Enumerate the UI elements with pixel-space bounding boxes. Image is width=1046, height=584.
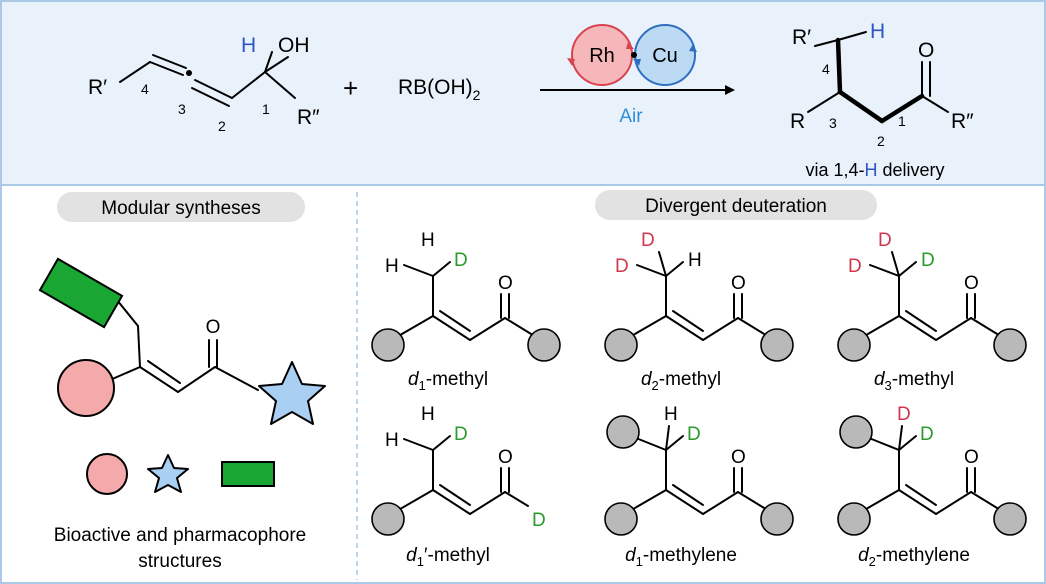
- atom-o: O: [731, 447, 746, 468]
- allene-r-double-prime: R″: [297, 106, 320, 129]
- divergent-pill-label: Divergent deuteration: [645, 196, 827, 217]
- scaffold-oxygen: O: [206, 317, 221, 338]
- cu-catalyst: [633, 24, 697, 86]
- product-o: O: [918, 39, 934, 62]
- product-h: H: [870, 20, 885, 43]
- allene-pos-1: 1: [262, 101, 270, 117]
- allene-substrate: [119, 51, 296, 107]
- atom-d: D: [532, 510, 546, 531]
- atom-h: H: [421, 404, 435, 425]
- atom-h: H: [385, 430, 399, 451]
- molecule-label: d3-methyl: [874, 369, 954, 393]
- top-panel: [2, 2, 1044, 185]
- blue-star: [258, 361, 326, 425]
- molecule-label: d2-methyl: [641, 369, 721, 393]
- blue-star-small: [147, 454, 189, 493]
- atom-d: D: [878, 230, 892, 251]
- molecule-d1-methylene: H D O d1-methylene: [604, 404, 794, 569]
- allene-center-dot: [186, 70, 192, 76]
- product-r-double-prime: R″: [951, 110, 974, 133]
- left-caption-line2: structures: [138, 551, 221, 572]
- atom-d: D: [454, 250, 468, 271]
- atom-d: D: [920, 424, 934, 445]
- atom-h: H: [664, 404, 678, 425]
- allene-r-prime: R′: [88, 76, 107, 99]
- product-pos-2: 2: [877, 133, 885, 149]
- pink-circle-small: [86, 453, 128, 495]
- product-r-prime: R′: [792, 26, 811, 49]
- green-rectangle-small: [221, 461, 275, 487]
- cu-label: Cu: [652, 45, 678, 67]
- atom-h: H: [421, 230, 435, 251]
- atom-d: D: [897, 404, 911, 425]
- scaffold-bonds: [109, 299, 259, 393]
- condition-air: Air: [619, 106, 643, 127]
- product-caption: via 1,4-H delivery: [805, 160, 944, 180]
- atom-h: H: [385, 256, 399, 277]
- allene-oh: OH: [278, 34, 310, 57]
- atom-d: D: [848, 256, 862, 277]
- molecule-d2-methylene: D D O d2-methylene: [837, 404, 1027, 569]
- allene-h: H: [241, 34, 256, 57]
- atom-o: O: [964, 447, 979, 468]
- molecule-d3-methyl: D D D O d3-methyl: [837, 230, 1027, 393]
- atom-d: D: [687, 424, 701, 445]
- molecule-d1-prime-methyl: H H D O D d1′-methyl: [371, 404, 546, 569]
- allene-pos-2: 2: [218, 118, 226, 134]
- molecule-label: d1-methyl: [408, 369, 488, 393]
- catalyst-junction-dot: [631, 52, 637, 58]
- rh-label: Rh: [589, 45, 615, 67]
- atom-h: H: [688, 250, 702, 271]
- green-rectangle: [38, 257, 124, 329]
- molecule-d1-methyl: H H D O d1-methyl: [371, 230, 561, 393]
- product-enone: [807, 31, 949, 124]
- divergent-pill: [595, 190, 877, 220]
- product-r: R: [790, 110, 805, 133]
- allene-pos-3: 3: [178, 101, 186, 117]
- atom-d: D: [615, 256, 629, 277]
- atom-d: D: [641, 230, 655, 251]
- left-caption-line1: Bioactive and pharmacophore: [54, 525, 306, 546]
- product-pos-1: 1: [898, 113, 906, 129]
- plus-sign: +: [343, 73, 358, 103]
- atom-o: O: [731, 273, 746, 294]
- boronic-acid: RB(OH)2: [398, 76, 481, 103]
- molecule-label: d1-methylene: [625, 545, 737, 569]
- atom-o: O: [498, 273, 513, 294]
- atom-o: O: [498, 447, 513, 468]
- modular-pill: [57, 192, 305, 222]
- rh-catalyst: [567, 24, 634, 86]
- allene-pos-4: 4: [141, 81, 149, 97]
- molecule-label: d1′-methyl: [406, 545, 490, 569]
- molecule-label: d2-methylene: [858, 545, 970, 569]
- atom-d: D: [454, 424, 468, 445]
- modular-pill-label: Modular syntheses: [101, 198, 260, 219]
- atom-d: D: [921, 250, 935, 271]
- atom-o: O: [964, 273, 979, 294]
- product-pos-4: 4: [822, 61, 830, 77]
- pink-circle: [57, 359, 115, 417]
- product-pos-3: 3: [829, 115, 837, 131]
- molecule-d2-methyl: D D H O d2-methyl: [604, 230, 794, 393]
